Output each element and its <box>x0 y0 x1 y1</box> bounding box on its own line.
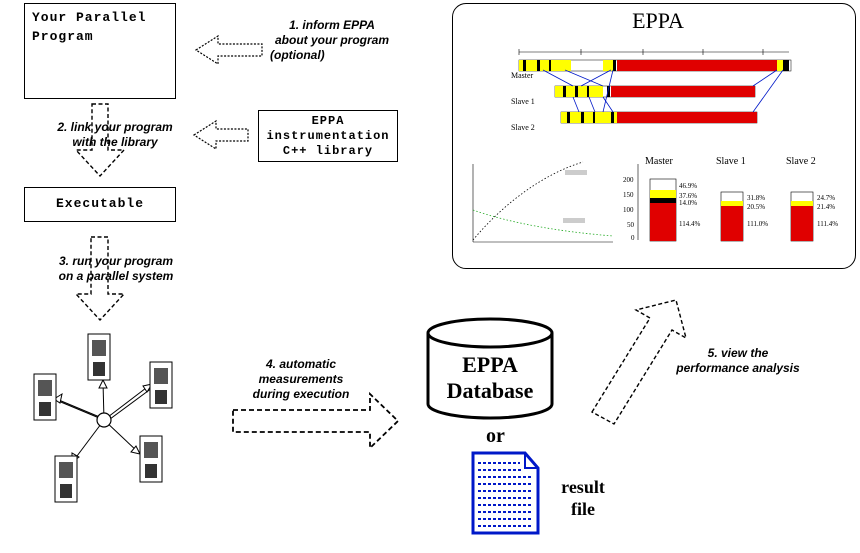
library-label-line2: instrumentation <box>266 129 390 143</box>
program-label-line1: Your Parallel <box>32 10 147 25</box>
row-label-master: Master <box>511 71 534 80</box>
library-label-line3: C++ library <box>282 144 374 158</box>
parallel-system-network <box>33 333 173 503</box>
slave1-label-2: 20.5% <box>747 203 765 211</box>
executable-label: Executable <box>55 196 144 211</box>
result-file-label-line1: result <box>561 477 605 497</box>
step-4-line3: during execution <box>252 387 350 401</box>
master-label-4: 114.4% <box>679 220 700 228</box>
bar-master <box>649 178 677 242</box>
master-label-1: 46.9% <box>679 182 697 190</box>
step-1-line2: about your program <box>274 33 389 47</box>
panel-title: EPPA <box>632 8 684 33</box>
bar-title-slave1: Slave 1 <box>716 156 746 167</box>
timeline-slave2 <box>560 111 758 124</box>
eppa-preview: Master Slave 1 Slave 2 200 150 100 50 0 … <box>472 49 838 243</box>
step-5-label: 5. view the performance analysis <box>662 346 814 376</box>
library-label-line1: EPPA <box>311 114 345 128</box>
run-down-arrow <box>74 236 126 322</box>
timeline-master <box>518 59 792 72</box>
y-tick-50: 50 <box>627 221 635 229</box>
program-box: Your Parallel Program <box>24 3 176 99</box>
slave2-label-2: 21.4% <box>817 203 835 211</box>
master-label-3: 14.0% <box>679 199 697 207</box>
link-arrow <box>192 119 249 151</box>
step-3-line1: 3. run your program <box>58 254 174 268</box>
view-analysis-arrow <box>591 299 688 425</box>
step-4-line1: 4. automatic <box>265 357 337 371</box>
result-file-label-line2: file <box>571 499 595 519</box>
step-3-label: 3. run your program on a parallel system <box>46 254 186 284</box>
bar-title-slave2: Slave 2 <box>786 156 816 167</box>
program-label-line2: Program <box>32 29 94 44</box>
y-tick-200: 200 <box>623 176 634 184</box>
slave2-label-1: 24.7% <box>817 194 835 202</box>
y-tick-0: 0 <box>631 234 635 242</box>
database-label-line1: EPPA <box>462 352 518 377</box>
step-2-label: 2. link your program with the library <box>44 120 186 150</box>
bar-slave2 <box>790 191 814 242</box>
step-5-line1: 5. view the <box>707 346 769 360</box>
database-label: EPPA Database <box>428 352 552 404</box>
bar-title-master: Master <box>645 156 673 167</box>
server-icon <box>149 361 173 409</box>
slave1-label-3: 111.0% <box>747 220 768 228</box>
message-arrows <box>542 69 784 113</box>
row-label-slave2: Slave 2 <box>511 123 535 132</box>
step-1-label: 1. inform EPPA about your program (optio… <box>262 18 402 63</box>
step-4-line2: measurements <box>258 372 344 386</box>
mini-line-plot <box>472 161 614 243</box>
step-1-line3: (optional) <box>270 48 325 62</box>
step-4-label: 4. automatic measurements during executi… <box>236 357 366 402</box>
library-box: EPPA instrumentation C++ library <box>258 110 398 162</box>
database-cylinder <box>426 317 554 420</box>
step-3-line2: on a parallel system <box>58 269 174 283</box>
step-2-line1: 2. link your program <box>57 120 173 134</box>
row-label-slave1: Slave 1 <box>511 97 535 106</box>
slave1-label-1: 31.8% <box>747 194 765 202</box>
step-1-line1: 1. inform EPPA <box>289 18 375 32</box>
inform-arrow <box>194 34 263 66</box>
timeline-ruler <box>518 49 789 55</box>
step-5-line2: performance analysis <box>676 361 800 375</box>
server-icon <box>87 333 111 381</box>
result-file-label: result file <box>548 476 618 520</box>
master-label-2: 37.6% <box>679 192 697 200</box>
server-icon <box>33 373 57 421</box>
server-icon <box>54 455 78 503</box>
result-file-icon <box>471 451 540 535</box>
y-tick-150: 150 <box>623 191 634 199</box>
timeline-slave1 <box>554 85 756 98</box>
server-icon <box>139 435 163 483</box>
eppa-analysis-panel: EPPA <box>452 3 856 269</box>
step-2-line2: with the library <box>72 135 158 149</box>
executable-box: Executable <box>24 187 176 222</box>
or-label: or <box>486 425 505 447</box>
bar-slave1 <box>720 191 744 242</box>
slave2-label-3: 111.4% <box>817 220 838 228</box>
measurement-arrow <box>232 391 400 451</box>
bar-chart-axis: 200 150 100 50 0 <box>623 164 639 242</box>
database-label-line2: Database <box>446 378 534 403</box>
y-tick-100: 100 <box>623 206 634 214</box>
